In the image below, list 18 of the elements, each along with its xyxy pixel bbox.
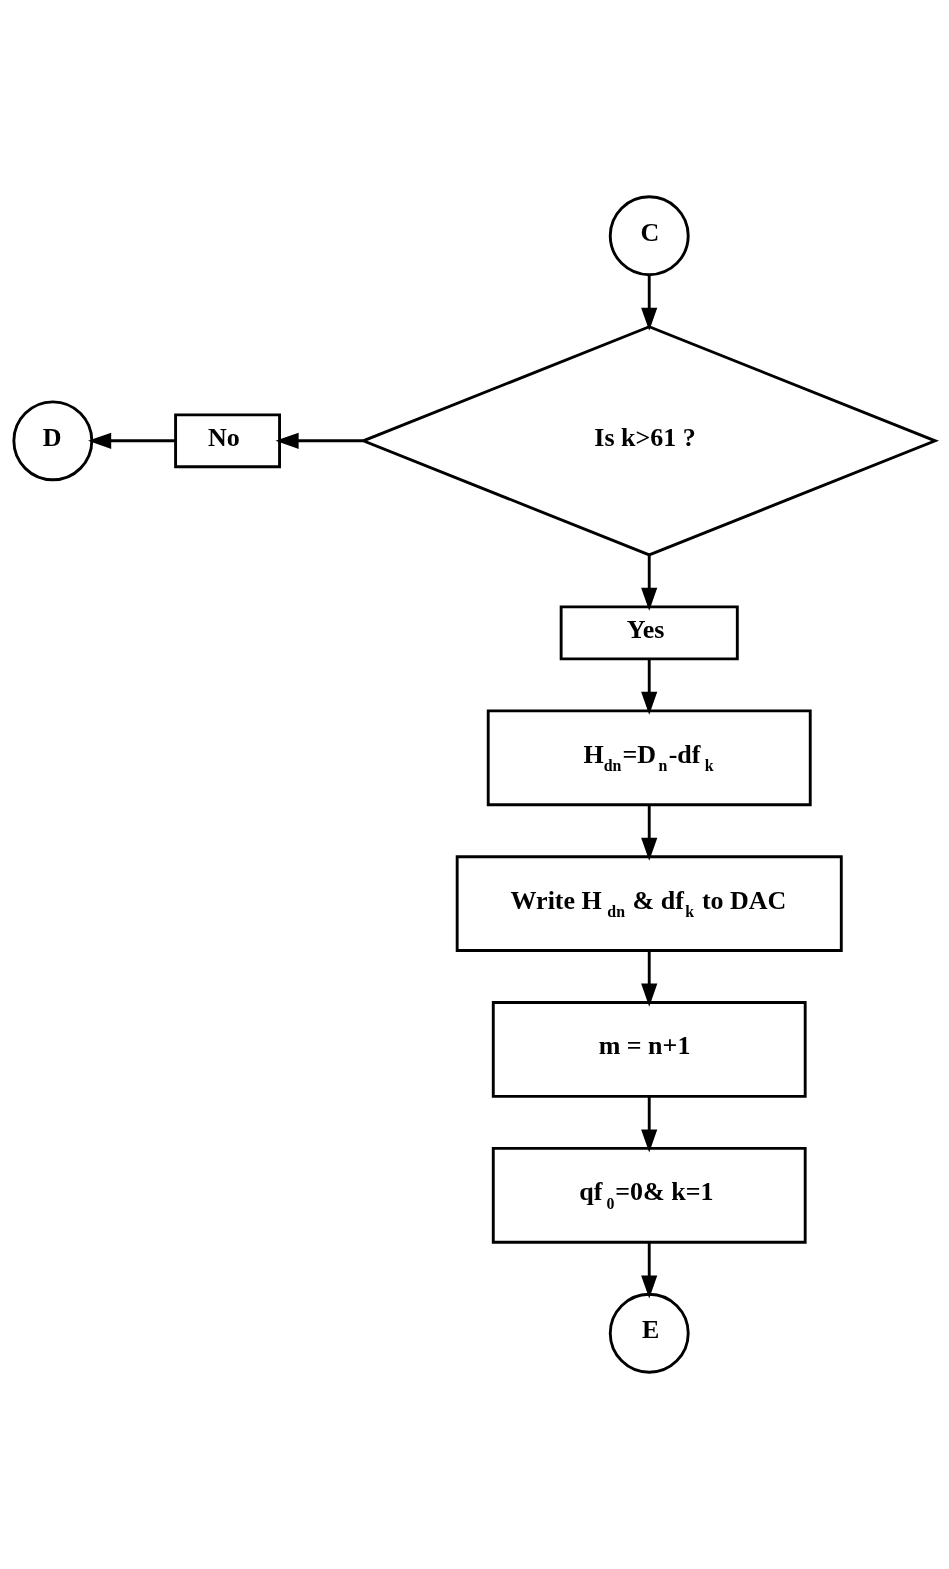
node-circle: D (12, 400, 94, 482)
node-circle: E (608, 1292, 690, 1374)
arrow (641, 659, 658, 715)
node-box: H$_{dn}$=D$_{n}$-df$_{k}$ (486, 709, 812, 807)
node-box: Write H$_{dn}$ & df$_{k}$ to DAC (455, 855, 843, 952)
arrow (641, 804, 658, 861)
arrow (641, 1096, 658, 1153)
arrow (641, 555, 658, 611)
node-box: No (174, 413, 281, 469)
node-box: Yes (559, 605, 739, 661)
arrow (641, 1242, 658, 1299)
node-circle: C (608, 195, 690, 277)
arrow (88, 432, 176, 449)
arrow (641, 274, 658, 331)
arrow (641, 950, 658, 1007)
node-box: qf$_{0}$=0& k=1 (491, 1146, 807, 1244)
node-box: m = n+1 (491, 1001, 807, 1098)
arrow (275, 432, 363, 449)
